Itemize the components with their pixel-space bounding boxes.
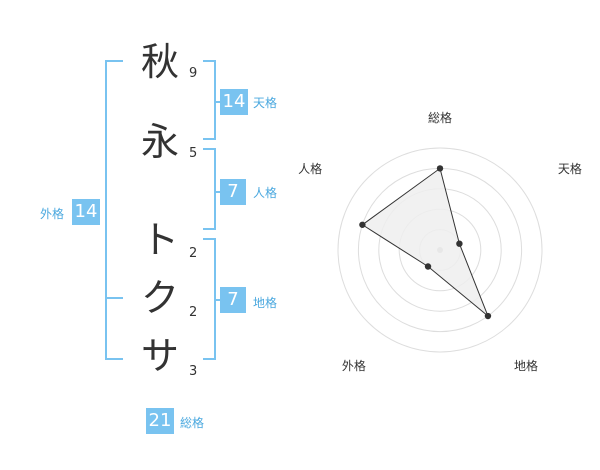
radar-series-area xyxy=(361,167,489,317)
radar-grid-ring xyxy=(337,147,543,353)
tenkaku-bracket xyxy=(203,60,216,140)
stroke-count-2: 5 xyxy=(189,146,198,161)
jinkaku-bracket xyxy=(203,148,216,230)
radar-axis-label: 外格 xyxy=(342,358,366,373)
gaikaku-value-badge: 14 xyxy=(72,199,100,225)
stroke-count-3: 2 xyxy=(189,246,198,261)
radar-point-3 xyxy=(484,312,492,320)
stroke-count-4: 2 xyxy=(189,305,198,320)
radar-point-2 xyxy=(456,240,463,247)
gaikaku-bracket xyxy=(105,60,123,360)
radar-point-4 xyxy=(424,263,432,270)
radar-axis-label: 地格 xyxy=(514,358,538,373)
tenkaku-label: 天格 xyxy=(253,96,278,110)
name-char-2: 永 xyxy=(140,120,179,164)
chikaku-bracket xyxy=(203,238,216,360)
stroke-count-5: 3 xyxy=(189,364,198,379)
radar-point-1 xyxy=(436,165,444,172)
name-char-3: ト xyxy=(140,218,179,262)
soukaku-value-badge: 21 xyxy=(146,408,174,434)
stroke-count-1: 9 xyxy=(189,66,198,81)
name-char-1: 秋 xyxy=(140,40,179,84)
gaikaku-bracket-mid xyxy=(105,297,123,299)
radar-axis-label: 総格 xyxy=(428,110,452,125)
radar-point-5 xyxy=(359,221,366,228)
chikaku-value-badge: 7 xyxy=(220,287,246,313)
tenkaku-connector xyxy=(216,101,222,103)
gaikaku-label: 外格 xyxy=(40,207,65,221)
radar-axis-label: 人格 xyxy=(298,161,322,176)
name-char-5: サ xyxy=(140,334,179,378)
jinkaku-label: 人格 xyxy=(253,186,278,200)
jinkaku-connector xyxy=(216,191,222,193)
name-char-4: ク xyxy=(140,276,179,320)
chikaku-label: 地格 xyxy=(253,296,278,310)
soukaku-label: 総格 xyxy=(180,416,205,430)
jinkaku-value-badge: 7 xyxy=(220,179,246,205)
radar-axis-label: 天格 xyxy=(558,161,582,176)
tenkaku-value-badge: 14 xyxy=(220,89,248,115)
chikaku-connector xyxy=(216,299,222,301)
